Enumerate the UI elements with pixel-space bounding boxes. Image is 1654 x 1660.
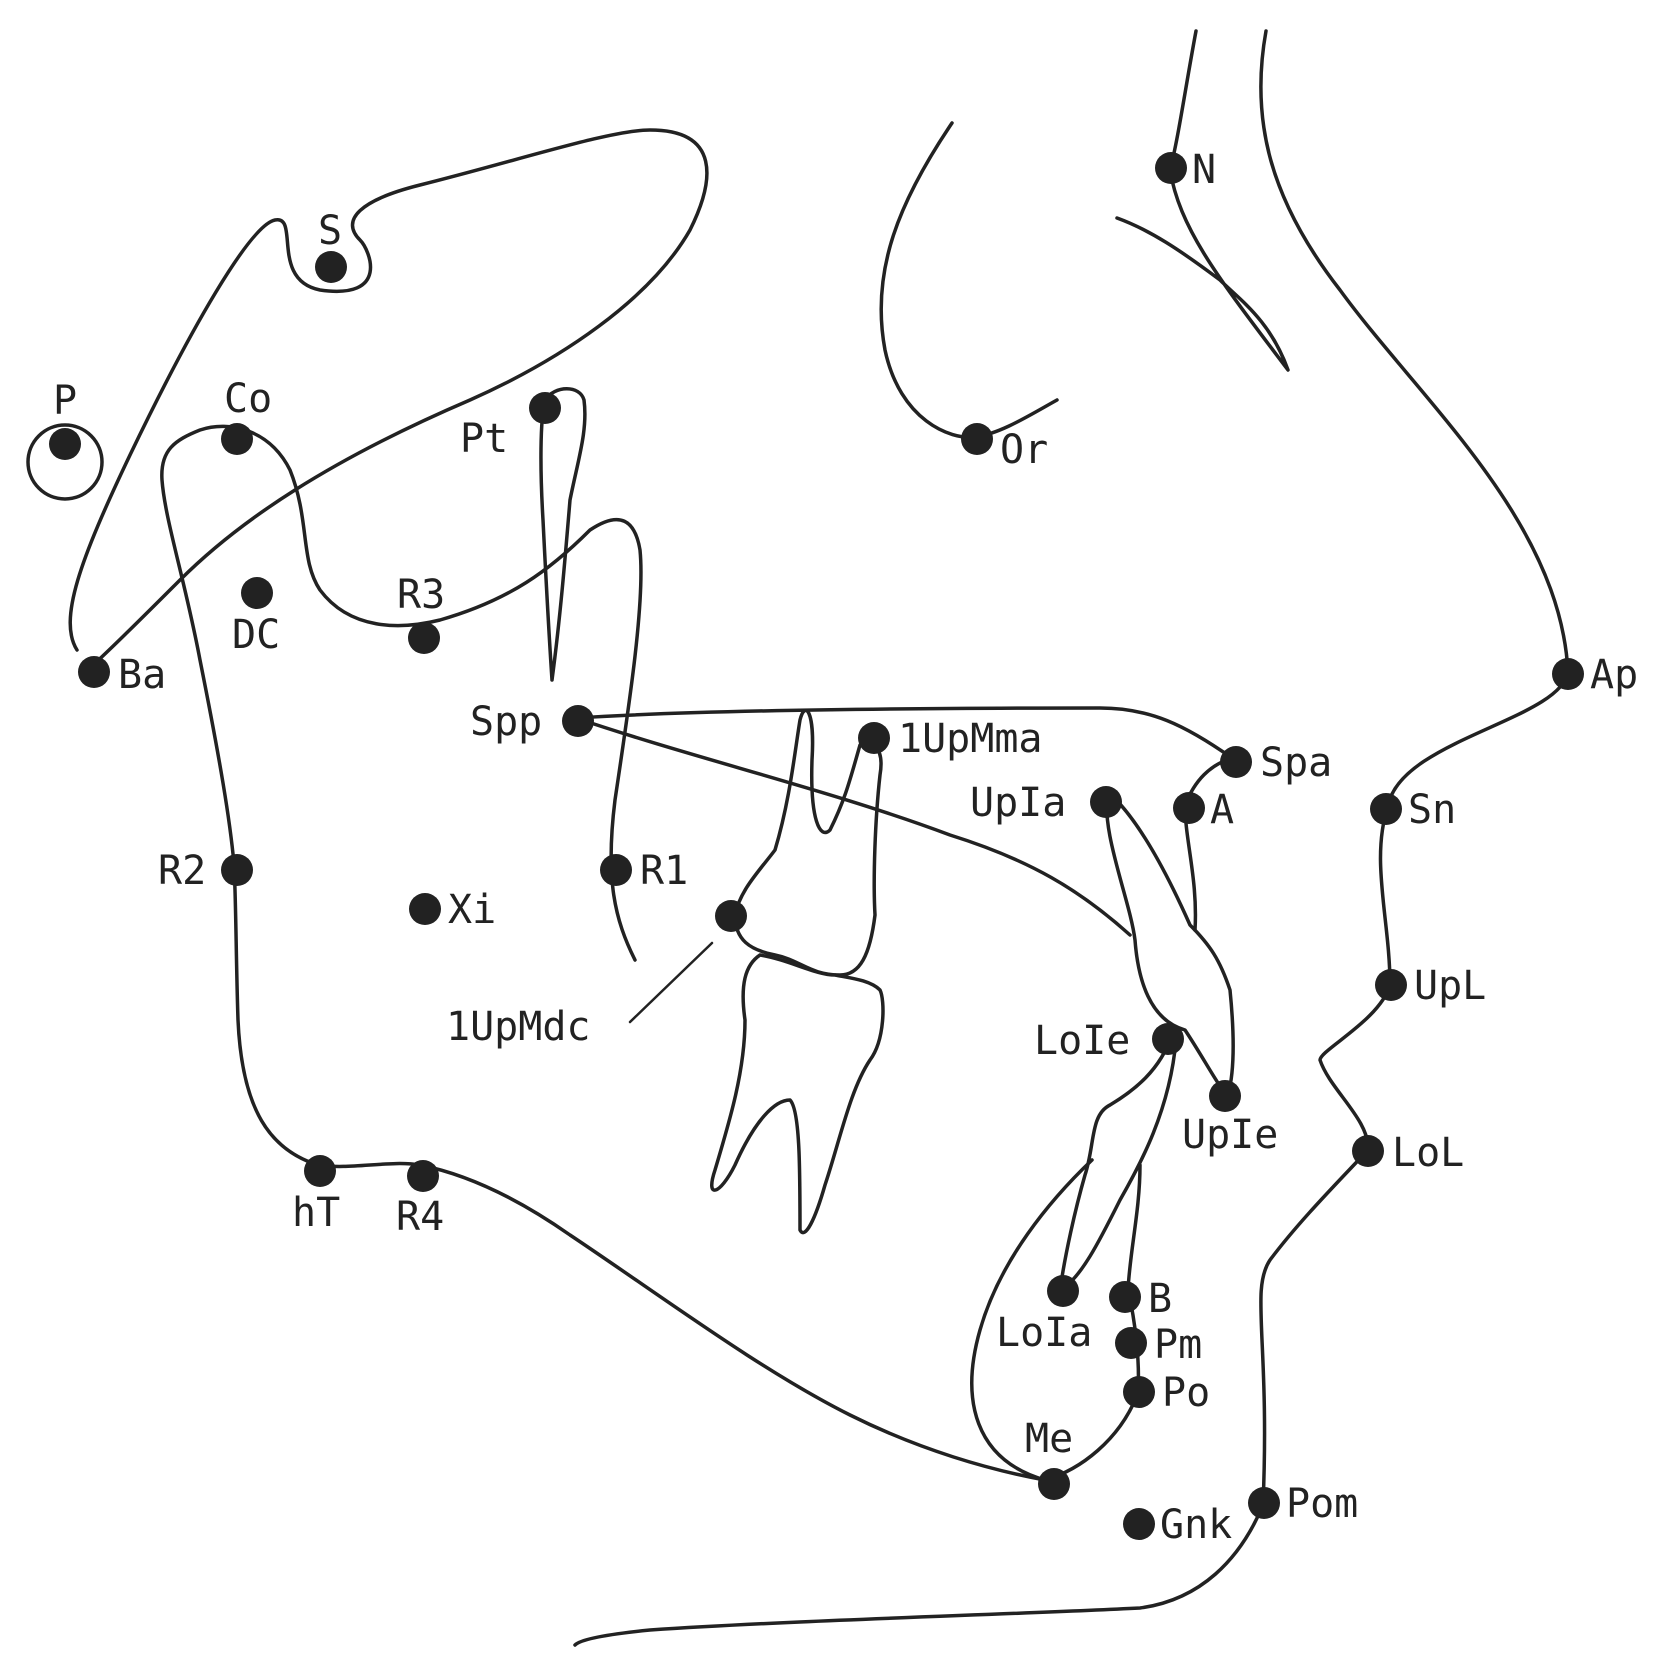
landmark-label-UpMdc: 1UpMdc (446, 1004, 591, 1050)
landmark-dot-Or (961, 423, 993, 455)
landmark-dot-Po (1123, 1376, 1155, 1408)
landmark-label-Co: Co (224, 376, 272, 422)
landmark-dot-R3 (408, 622, 440, 654)
landmark-label-N: N (1192, 147, 1216, 193)
cranial-base-outline (68, 128, 709, 667)
landmark-label-P: P (53, 378, 77, 424)
landmark-dot-Xi (409, 893, 441, 925)
landmark-dot-P (49, 428, 81, 460)
lower-incisor-outline (1058, 1033, 1178, 1292)
landmark-label-DC: DC (232, 612, 280, 658)
landmark-dot-Pom (1248, 1487, 1280, 1519)
landmark-dot-LoL (1352, 1135, 1384, 1167)
lower-molar-outline (710, 953, 885, 1235)
landmark-dot-Me (1038, 1468, 1070, 1500)
landmark-dot-Ap (1552, 658, 1584, 690)
pterygoid-outline (539, 387, 587, 682)
landmark-label-A: A (1210, 787, 1234, 833)
orbit-outline (879, 121, 1059, 440)
landmark-label-Pm: Pm (1154, 1322, 1202, 1368)
landmark-label-Ba: Ba (118, 652, 166, 698)
landmark-label-R4: R4 (396, 1194, 444, 1240)
landmark-dot-S (315, 251, 347, 283)
landmark-dot-UpL (1375, 969, 1407, 1001)
landmark-dot-R4 (407, 1160, 439, 1192)
mandible-outline (160, 424, 643, 962)
landmark-dot-Gnk (1123, 1508, 1155, 1540)
landmark-dot-B (1109, 1281, 1141, 1313)
landmark-label-Po: Po (1162, 1370, 1210, 1416)
landmark-label-Pt: Pt (460, 416, 508, 462)
landmark-label-UpL: UpL (1414, 963, 1486, 1009)
landmark-label-R3: R3 (397, 572, 445, 618)
occlusal-line (574, 716, 1132, 937)
landmark-label-R1: R1 (640, 848, 688, 894)
landmark-labels: S N P Co Pt Or DC R3 Ba Ap Spp 1UpMma Sp… (53, 147, 1638, 1548)
landmark-label-LoIe: LoIe (1034, 1018, 1130, 1064)
landmark-label-LoL: LoL (1392, 1130, 1464, 1176)
landmark-dot-N (1155, 152, 1187, 184)
landmark-dot-R2 (221, 854, 253, 886)
landmark-dot-R1 (600, 854, 632, 886)
soft-tissue-profile (573, 29, 1570, 1647)
landmark-label-B: B (1148, 1276, 1172, 1322)
landmark-label-R2: R2 (158, 848, 206, 894)
landmark-dot-Spp (562, 705, 594, 737)
landmark-label-Ap: Ap (1590, 652, 1638, 698)
landmark-label-Pom: Pom (1286, 1481, 1358, 1527)
landmark-label-Gnk: Gnk (1160, 1502, 1232, 1548)
porion-circle (26, 423, 104, 501)
upmdc-leader-line (628, 941, 714, 1024)
landmark-dot-Ba (78, 656, 110, 688)
landmark-label-Or: Or (1000, 427, 1048, 473)
landmark-label-hT: hT (292, 1190, 340, 1236)
landmark-dot-hT (304, 1155, 336, 1187)
landmark-dot-DC (241, 577, 273, 609)
landmark-dot-Pt (529, 392, 561, 424)
landmark-dot-UpMdc (715, 900, 747, 932)
landmark-label-Spp: Spp (470, 699, 542, 745)
maxilla-anterior-outline (1183, 756, 1234, 932)
landmark-dot-LoIa (1047, 1275, 1079, 1307)
landmark-label-Me: Me (1025, 1416, 1073, 1462)
palatal-plane (574, 706, 1234, 760)
landmark-label-UpIe: UpIe (1182, 1112, 1278, 1158)
landmark-label-Xi: Xi (448, 887, 496, 933)
landmark-dot-Spa (1220, 746, 1252, 778)
landmark-label-LoIa: LoIa (996, 1310, 1092, 1356)
mandible-lower-border (232, 862, 1047, 1482)
landmark-label-S: S (318, 208, 342, 254)
landmark-label-UpIa: UpIa (970, 780, 1066, 826)
upper-molar-outline (733, 708, 883, 977)
landmark-label-Spa: Spa (1260, 740, 1332, 786)
landmark-dot-Co (221, 423, 253, 455)
landmark-label-UpMma: 1UpMma (898, 716, 1043, 762)
landmark-dot-LoIe (1152, 1023, 1184, 1055)
landmark-dot-Pm (1115, 1327, 1147, 1359)
landmark-label-Sn: Sn (1408, 787, 1456, 833)
landmark-dot-UpMma (858, 722, 890, 754)
tracing-outlines (26, 29, 1570, 1647)
landmark-dot-UpIa (1090, 786, 1122, 818)
landmark-dot-UpIe (1209, 1080, 1241, 1112)
landmark-dot-Sn (1370, 793, 1402, 825)
nasal-bone-outline (1115, 29, 1290, 372)
landmark-dots (49, 152, 1584, 1540)
landmark-dot-A (1173, 792, 1205, 824)
